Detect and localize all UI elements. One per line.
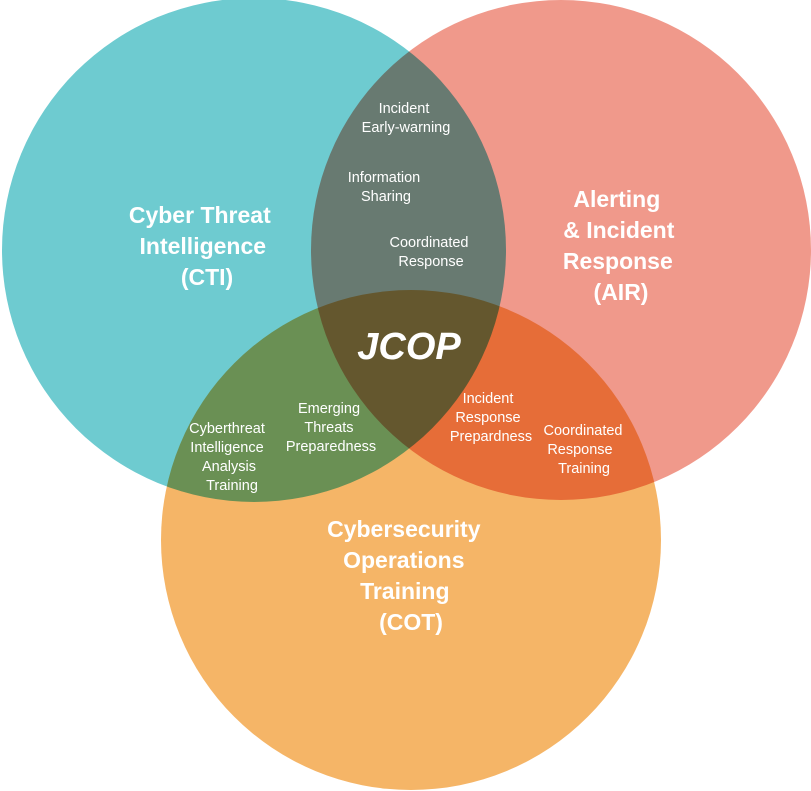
- overlap-line: Intelligence: [190, 440, 263, 456]
- overlap-line: Information: [348, 170, 421, 186]
- overlap-cti-cot-item: Cyberthreat Intelligence Analysis Traini…: [189, 421, 269, 494]
- cot-label-line: (COT): [379, 609, 443, 635]
- overlap-line: Coordinated: [543, 423, 622, 439]
- center-label: JCOP: [357, 326, 461, 368]
- overlap-cti-cot-item: Emerging Threats Preparedness: [286, 401, 376, 455]
- overlap-cti-air-item: Incident Early-warning: [362, 101, 451, 136]
- overlap-line: Early-warning: [362, 120, 451, 136]
- cot-label-line: Training: [360, 578, 449, 604]
- overlap-line: Preparedness: [286, 439, 376, 455]
- overlap-line: Prepardness: [450, 429, 532, 445]
- air-label-line: Response: [563, 248, 673, 274]
- cti-label-line: (CTI): [181, 264, 233, 290]
- overlap-line: Sharing: [361, 189, 411, 205]
- overlap-line: Incident: [463, 391, 514, 407]
- overlap-line: Training: [558, 461, 610, 477]
- cot-circle: [161, 290, 661, 790]
- overlap-line: Analysis: [202, 459, 256, 475]
- overlap-line: Training: [206, 478, 258, 494]
- overlap-cti-air-item: Information Sharing: [348, 170, 425, 205]
- overlap-air-cot-item: Incident Response Prepardness: [450, 391, 532, 445]
- overlap-air-cot-item: Coordinated Response Training: [543, 423, 626, 477]
- overlap-line: Coordinated: [389, 235, 468, 251]
- overlap-line: Response: [547, 442, 612, 458]
- overlap-line: Threats: [304, 420, 353, 436]
- cti-label-line: Cyber Threat: [129, 202, 271, 228]
- air-label-line: & Incident: [563, 217, 675, 243]
- cot-label-line: Operations: [343, 547, 464, 573]
- air-label-line: (AIR): [594, 279, 649, 305]
- overlap-cti-air-item: Coordinated Response: [389, 235, 472, 270]
- cot-label: Cybersecurity Operations Training (COT): [327, 516, 487, 635]
- overlap-line: Incident: [379, 101, 430, 117]
- air-label: Alerting & Incident Response (AIR): [563, 186, 681, 305]
- overlap-line: Response: [455, 410, 520, 426]
- overlap-line: Cyberthreat: [189, 421, 265, 437]
- overlap-line: Response: [398, 254, 463, 270]
- air-label-line: Alerting: [573, 186, 660, 212]
- cot-label-line: Cybersecurity: [327, 516, 481, 542]
- overlap-line: Emerging: [298, 401, 360, 417]
- cti-label: Cyber Threat Intelligence (CTI): [129, 202, 277, 290]
- cti-label-line: Intelligence: [140, 233, 267, 259]
